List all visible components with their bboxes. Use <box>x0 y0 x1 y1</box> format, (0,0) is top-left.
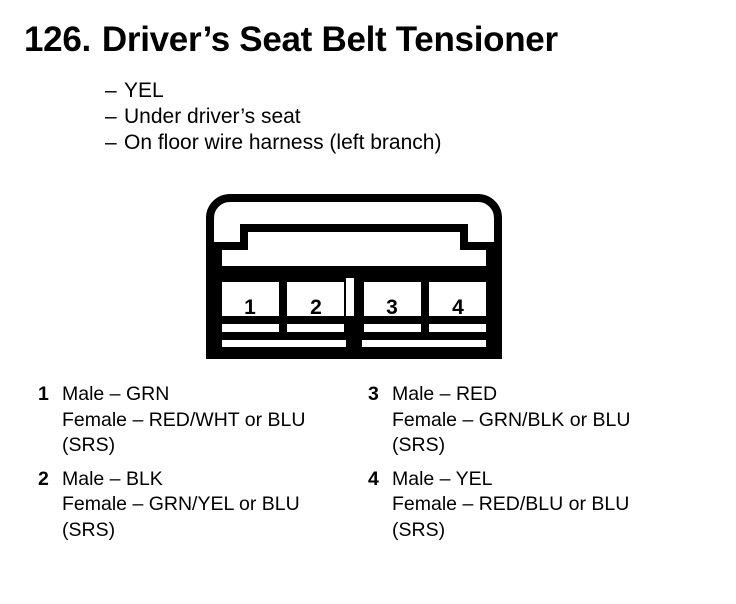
list-item: – YEL <box>105 78 441 104</box>
pin-entry-lines: Male – YEL Female – RED/BLU or BLU (SRS) <box>392 467 708 544</box>
pin-entry: 2 Male – BLK Female – GRN/YEL or BLU (SR… <box>38 467 368 544</box>
pin-entry-number: 4 <box>368 467 379 490</box>
page-title: 126. Driver’s Seat Belt Tensioner <box>24 20 558 59</box>
cavity-number-2: 2 <box>310 296 322 319</box>
list-item-label: Under driver’s seat <box>124 105 301 128</box>
center-divider-slot <box>346 278 354 320</box>
page-title-number: 126. <box>24 20 91 59</box>
pin-entry: 1 Male – GRN Female – RED/WHT or BLU (SR… <box>38 382 368 459</box>
list-item-label: On floor wire harness (left branch) <box>124 131 442 154</box>
pin-entry-line: Female – RED/WHT or BLU <box>62 408 306 431</box>
cavity-number-3: 3 <box>386 296 398 319</box>
pin-entry-number: 3 <box>368 383 379 405</box>
bullet-dash-icon: – <box>105 79 117 102</box>
pin-entry-line: (SRS) <box>62 518 116 541</box>
pin-entry-line: (SRS) <box>392 518 446 541</box>
list-item-label: YEL <box>124 79 164 102</box>
pin-entry-lines: Male – BLK Female – GRN/YEL or BLU (SRS) <box>62 467 368 544</box>
pin-entry-line: Male – RED <box>392 383 498 405</box>
pin-entry-number: 2 <box>38 467 49 490</box>
pin-entry-line: (SRS) <box>62 434 116 456</box>
bullet-dash-icon: – <box>105 131 117 154</box>
pin-entry-lines: Male – RED Female – GRN/BLK or BLU (SRS) <box>392 382 708 459</box>
pin-entry-line: Female – RED/BLU or BLU <box>392 493 630 515</box>
pin-entry-line: Female – GRN/BLK or BLU <box>392 408 631 431</box>
pin-entry-line: Male – YEL <box>392 467 493 490</box>
skirt-divider <box>346 320 362 355</box>
page-title-text: Driver’s Seat Belt Tensioner <box>101 20 558 59</box>
cavity-number-1: 1 <box>244 296 256 319</box>
latch-recess <box>214 224 494 274</box>
pin-legend: 1 Male – GRN Female – RED/WHT or BLU (SR… <box>0 382 736 557</box>
pin-entry: 4 Male – YEL Female – RED/BLU or BLU (SR… <box>368 467 708 544</box>
list-item: – On floor wire harness (left branch) <box>105 130 441 156</box>
pin-entry: 3 Male – RED Female – GRN/BLK or BLU (SR… <box>368 382 708 459</box>
pin-entry-line: Male – BLK <box>62 467 163 490</box>
cavity-separator-1-2 <box>279 278 287 332</box>
spec-bullet-list: – YEL – Under driver’s seat – On floor w… <box>105 78 441 156</box>
pin-legend-left-column: 1 Male – GRN Female – RED/WHT or BLU (SR… <box>38 382 368 551</box>
pin-entry-line: (SRS) <box>392 434 446 456</box>
list-item: – Under driver’s seat <box>105 104 441 130</box>
pin-entry-number: 1 <box>38 383 49 405</box>
connector-diagram: 1 2 3 4 <box>206 194 502 359</box>
connector-outer-shell <box>206 194 502 359</box>
bullet-dash-icon: – <box>105 105 117 128</box>
pin-entry-line: Male – GRN <box>62 383 170 405</box>
cavity-number-4: 4 <box>452 296 464 319</box>
pin-legend-right-column: 3 Male – RED Female – GRN/BLK or BLU (SR… <box>368 382 708 551</box>
pin-entry-line: Female – GRN/YEL or BLU <box>62 493 300 515</box>
cavity-separator-3-4 <box>421 278 429 332</box>
pin-entry-lines: Male – GRN Female – RED/WHT or BLU (SRS) <box>62 382 368 459</box>
